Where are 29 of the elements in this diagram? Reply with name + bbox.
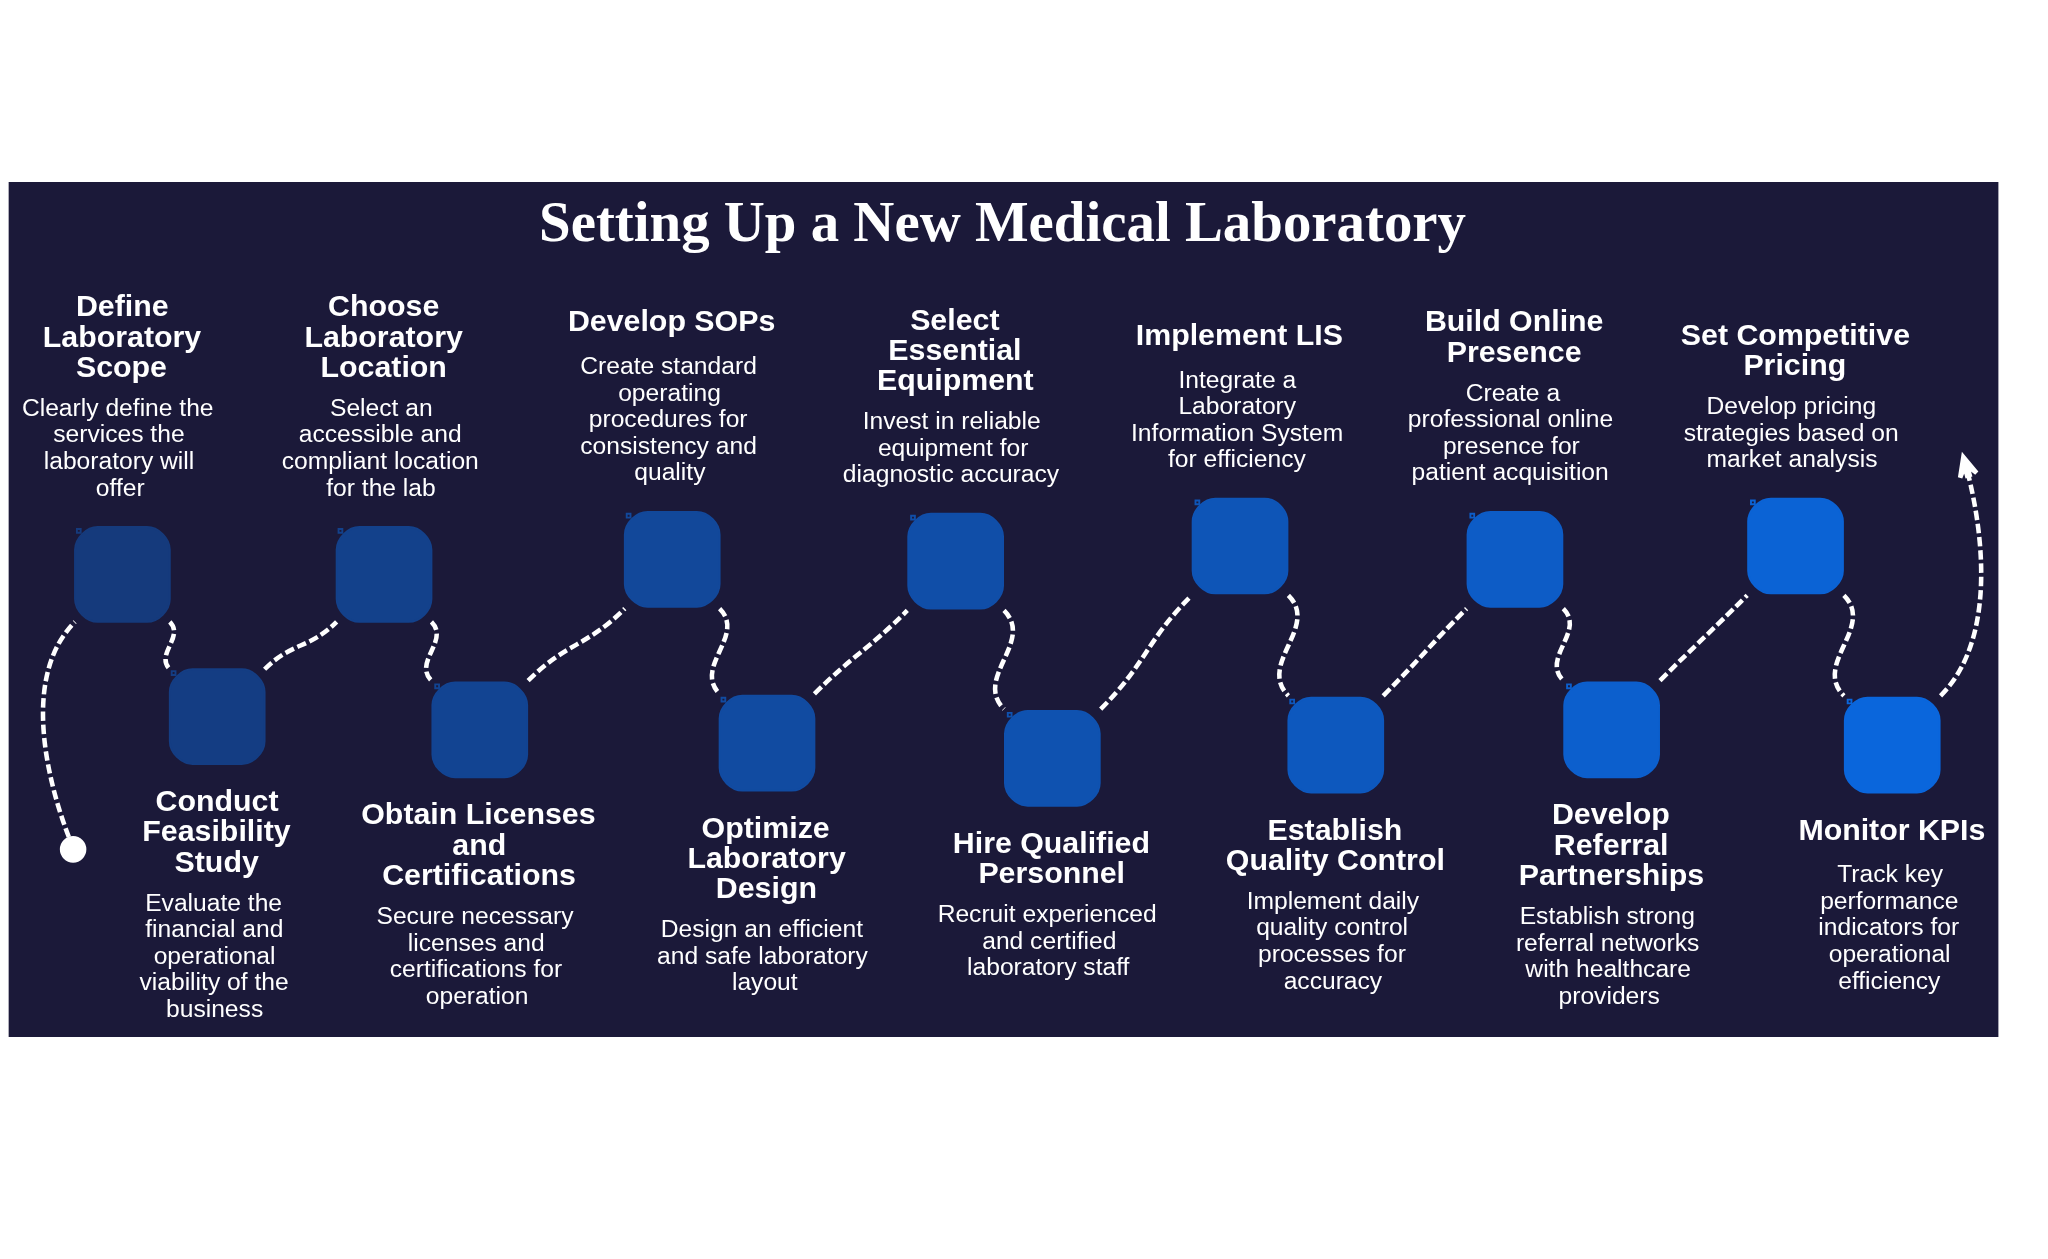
node-label: Evaluate the financial and operational viability of the business — [139, 888, 289, 1022]
node-label: Create standard operating procedures for consistency and quality — [580, 351, 757, 485]
node-label: Integrate a Laboratory Information System for efficiency — [1131, 365, 1344, 472]
node-label: Recruit experienced and certified laboratory staff — [937, 899, 1157, 980]
node-label: Implement LIS — [1135, 317, 1344, 351]
node-label: Develop pricing strategies based on market analysis — [1683, 391, 1899, 472]
node-label: Design an efficient and safe laboratory layout — [657, 914, 868, 995]
diagram-title: Setting Up a New Medical Laboratory — [539, 189, 1467, 253]
node-label: Establish Quality Control — [1225, 812, 1445, 876]
node-label: Clearly define the services the laboratory will offer — [21, 393, 214, 501]
node-label: Set Competitive Pricing — [1680, 317, 1911, 381]
node-label: Develop Referral Partnerships — [1518, 796, 1705, 891]
node-label: Develop SOPs — [567, 303, 776, 337]
node-label: Select Essential Equipment — [876, 302, 1034, 396]
node-label: Secure necessary licenses and certifications for operation — [376, 901, 574, 1009]
node-label: Select an accessible and compliant location for the lab — [281, 393, 479, 501]
node-label: Establish strong referral networks with healthcare providers — [1515, 901, 1700, 1009]
node-label: Choose Laboratory Location — [304, 288, 463, 383]
node-label: Implement daily quality control processes for accuracy — [1246, 886, 1420, 994]
node-label: Conduct Feasibility Study — [142, 783, 291, 878]
node-label: Create a professional online presence for patient acquisition — [1407, 378, 1614, 485]
node-label: Optimize Laboratory Design — [687, 810, 846, 904]
node-label: Track key performance indicators for operational efficiency — [1818, 859, 1960, 994]
node-label: Monitor KPIs — [1798, 812, 1986, 845]
node-label: Define Laboratory Scope — [42, 288, 202, 383]
node-label: Build Online Presence — [1424, 303, 1604, 368]
node-label: Invest in reliable equipment for diagnostic accuracy — [842, 406, 1060, 487]
node-label: Hire Qualified Personnel — [952, 825, 1150, 889]
node-label: Obtain Licenses and Certifications — [361, 796, 596, 891]
